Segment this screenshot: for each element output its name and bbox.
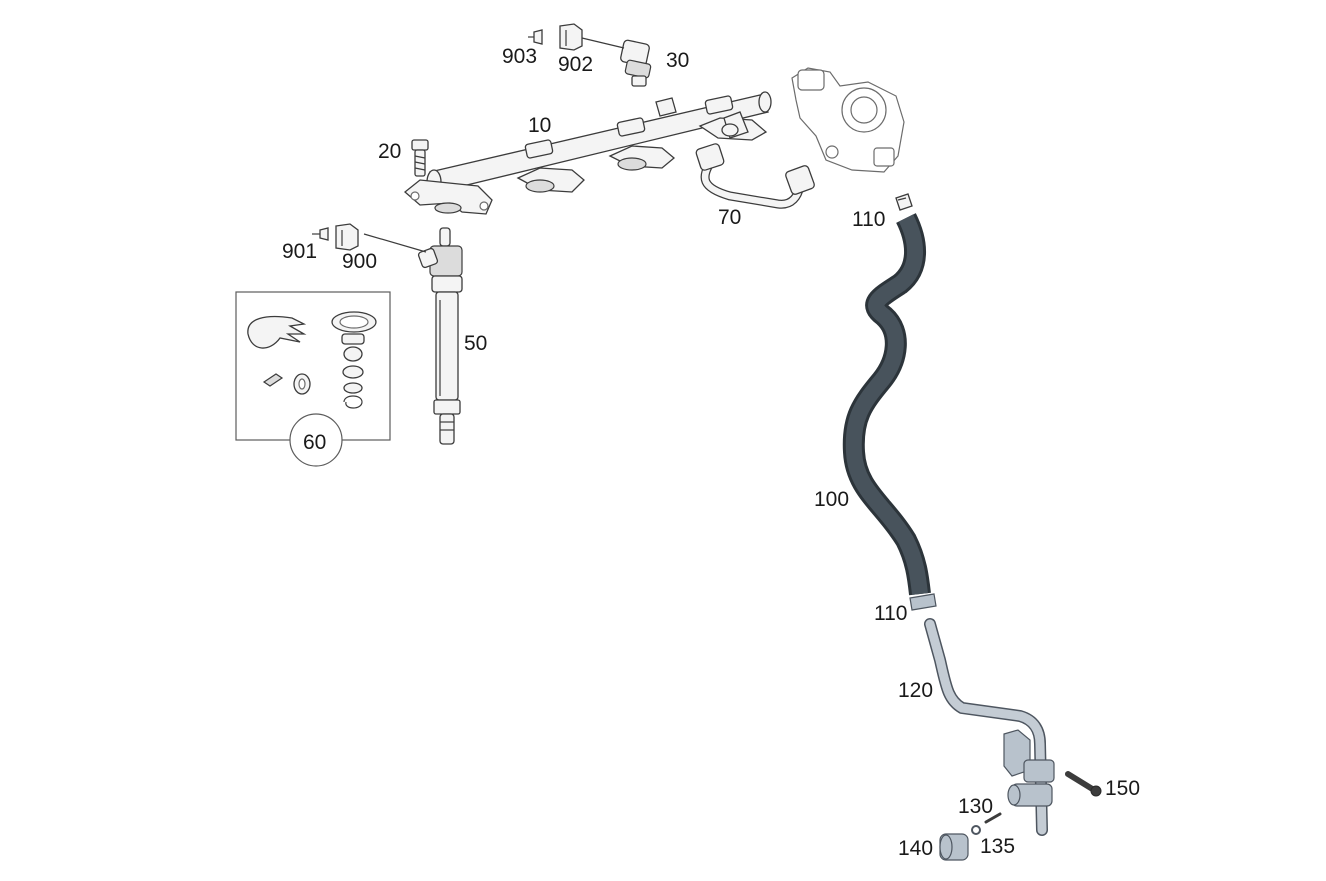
label-30: 30 <box>666 49 689 72</box>
high-pressure-line-part-70 <box>695 143 815 209</box>
bolt-part-150 <box>1065 771 1102 797</box>
label-150: 150 <box>1105 777 1140 800</box>
connector-part-901 <box>312 227 329 241</box>
cap-part-140 <box>939 833 969 861</box>
bolt-part-20 <box>411 139 429 177</box>
washer-part-135 <box>971 825 981 835</box>
label-140: 140 <box>898 837 933 860</box>
injector-part-50 <box>363 227 463 445</box>
connector-part-900 <box>335 223 359 251</box>
label-900: 900 <box>342 250 377 273</box>
label-901: 901 <box>282 240 317 263</box>
hose-part-100 <box>842 213 931 596</box>
label-10: 10 <box>528 114 551 137</box>
label-130: 130 <box>958 795 993 818</box>
seal-kit-part-60 <box>235 291 391 467</box>
fuel-pipe-part-120 <box>924 618 1055 836</box>
connector-part-902 <box>559 23 583 51</box>
high-pressure-pump <box>791 67 905 173</box>
fuel-rail-part-10 <box>403 91 772 215</box>
label-903: 903 <box>502 45 537 68</box>
label-135: 135 <box>980 835 1015 858</box>
label-70: 70 <box>718 206 741 229</box>
label-120: 120 <box>898 679 933 702</box>
screw-part-130 <box>984 812 1002 824</box>
clamp-part-110-top <box>895 193 913 211</box>
connector-part-903 <box>528 29 543 45</box>
label-50: 50 <box>464 332 487 355</box>
label-60: 60 <box>303 431 326 454</box>
label-902: 902 <box>558 53 593 76</box>
label-20: 20 <box>378 140 401 163</box>
label-100: 100 <box>814 488 849 511</box>
label-110-top: 110 <box>852 208 885 231</box>
clamp-part-110-bottom <box>909 593 937 611</box>
label-110-bottom: 110 <box>874 602 907 625</box>
pressure-sensor-part-30 <box>581 37 652 87</box>
